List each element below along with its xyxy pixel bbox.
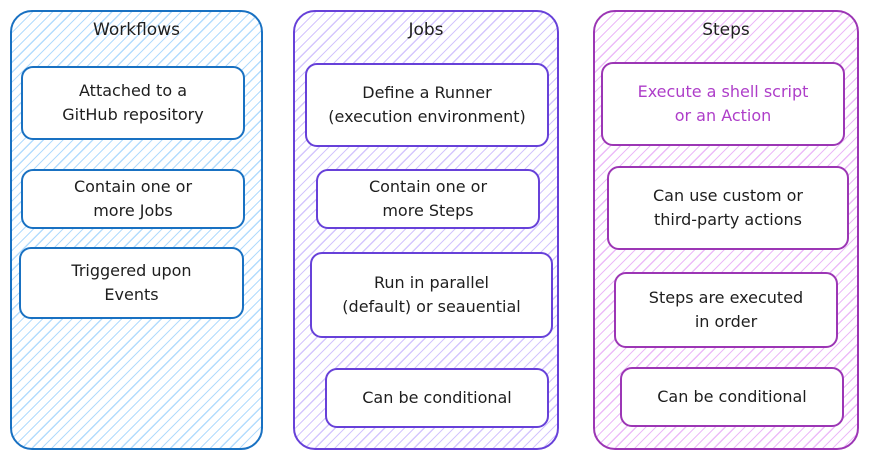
steps-item-label: Can use custom or third-party actions xyxy=(653,186,803,229)
jobs-item-label: Can be conditional xyxy=(362,388,512,407)
steps-item-execute: Execute a shell script or an Action xyxy=(601,62,845,146)
steps-item-order: Steps are executed in order xyxy=(614,272,838,348)
workflows-item-label: Contain one or more Jobs xyxy=(73,177,193,220)
steps-item-actions: Can use custom or third-party actions xyxy=(607,166,849,250)
jobs-item-runner: Define a Runner (execution environment) xyxy=(305,63,549,147)
jobs-item-label: Run in parallel (default) or seauential xyxy=(342,273,521,316)
workflows-item-jobs: Contain one or more Jobs xyxy=(21,169,245,229)
steps-item-label: Can be conditional xyxy=(657,387,807,406)
steps-item-label: Execute a shell script or an Action xyxy=(637,82,809,125)
jobs-item-steps: Contain one or more Steps xyxy=(316,169,540,229)
jobs-item-conditional: Can be conditional xyxy=(325,368,549,428)
workflows-item-label: Attached to a GitHub repository xyxy=(62,81,204,124)
workflows-item-repository: Attached to a GitHub repository xyxy=(21,66,245,140)
jobs-item-label: Contain one or more Steps xyxy=(368,177,488,220)
jobs-item-label: Define a Runner (execution environment) xyxy=(328,83,526,126)
workflows-item-label: Triggered upon Events xyxy=(71,261,192,304)
jobs-item-parallel: Run in parallel (default) or seauential xyxy=(310,252,553,338)
steps-title: Steps xyxy=(702,20,750,40)
workflows-title: Workflows xyxy=(93,20,180,40)
workflows-item-events: Triggered upon Events xyxy=(19,247,244,319)
steps-item-label: Steps are executed in order xyxy=(648,288,804,331)
jobs-title: Jobs xyxy=(408,20,444,40)
steps-item-conditional: Can be conditional xyxy=(620,367,844,427)
